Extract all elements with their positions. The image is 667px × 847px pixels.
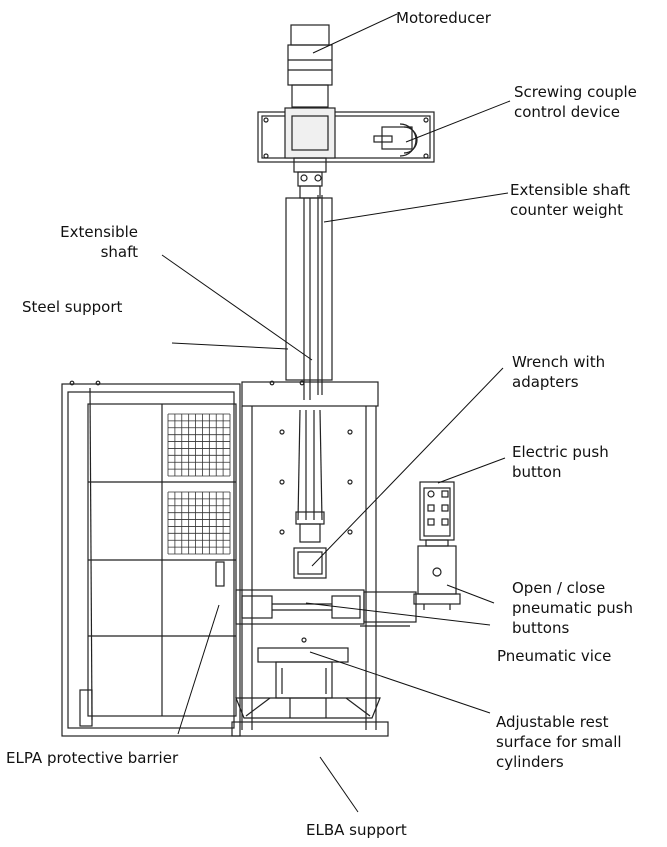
leader-lines: [161, 13, 511, 813]
label-steel-support: Steel support: [22, 298, 123, 316]
label-electric-push: Electric push button: [512, 443, 609, 481]
label-pneumatic-vice: Pneumatic vice: [497, 647, 612, 665]
motoreducer-drawing: [287, 24, 333, 108]
head-beam-drawing: [257, 107, 435, 163]
elba-support-drawing: [235, 697, 381, 719]
coupling-drawing: [293, 157, 327, 199]
elpa-barrier-drawing: [61, 383, 241, 737]
pneumatic-push-buttons-drawing: [413, 545, 461, 610]
pneumatic-vice-drawing: [235, 589, 417, 627]
electric-push-button-drawing: [419, 481, 455, 547]
label-extensible-shaft: Extensible shaft: [60, 223, 138, 261]
steel-support-drawing: [285, 197, 333, 381]
label-counter-weight: Extensible shaft counter weight: [510, 181, 631, 219]
barrier-mesh: [167, 413, 231, 555]
label-wrench: Wrench with adapters: [512, 353, 606, 391]
wrench-drawing: [293, 547, 327, 579]
label-open-close: Open / close pneumatic push buttons: [512, 579, 633, 637]
label-elba-support: ELBA support: [306, 821, 407, 839]
label-elpa-barrier: ELPA protective barrier: [6, 749, 179, 767]
label-screwing-couple: Screwing couple control device: [514, 83, 637, 121]
cabinet-frame-drawing: [69, 380, 389, 737]
adjustable-rest-drawing: [257, 637, 349, 699]
screwing-couple-drawing: [373, 123, 418, 157]
label-motoreducer: Motoreducer: [396, 9, 491, 27]
extensible-shaft-drawing: [295, 195, 325, 543]
label-adjustable-rest: Adjustable rest surface for small cylind…: [496, 713, 622, 771]
